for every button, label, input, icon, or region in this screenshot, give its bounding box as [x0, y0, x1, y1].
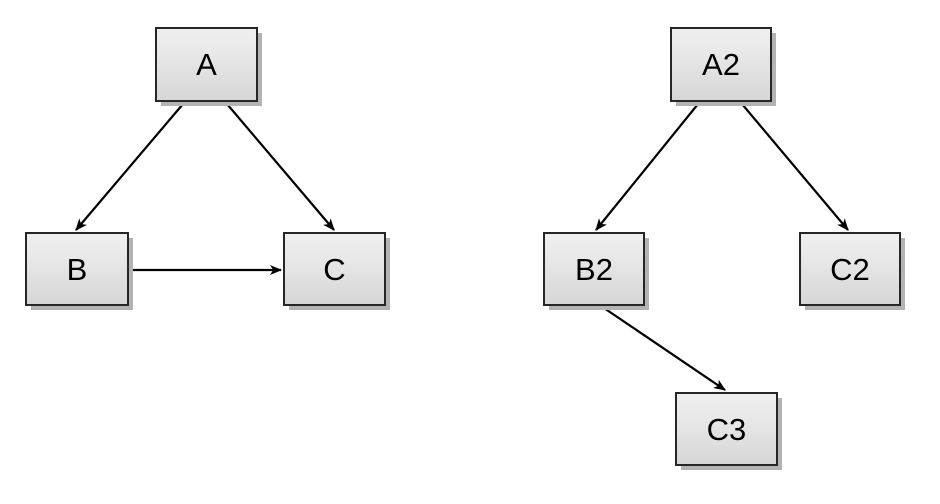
edge-a2-to-b2 — [595, 103, 699, 231]
node-c[interactable]: C — [283, 232, 386, 306]
node-label: A2 — [702, 47, 740, 82]
node-b[interactable]: B — [25, 232, 129, 306]
node-b2[interactable]: B2 — [543, 232, 645, 306]
node-c3[interactable]: C3 — [675, 392, 778, 466]
edge-a2-to-c2 — [741, 103, 849, 231]
node-label: B2 — [575, 251, 613, 287]
node-a2[interactable]: A2 — [670, 27, 772, 102]
node-label: C3 — [706, 411, 747, 447]
edge-a-to-b — [75, 103, 184, 231]
edge-b2-to-c3 — [603, 307, 726, 391]
edges-group — [75, 103, 849, 391]
node-label: C2 — [830, 251, 870, 287]
edge-a-to-c — [226, 103, 335, 231]
node-label: C — [323, 251, 346, 287]
node-a[interactable]: A — [155, 27, 258, 102]
node-c2[interactable]: C2 — [799, 232, 901, 306]
node-label: A — [196, 47, 217, 82]
node-label: B — [66, 251, 88, 287]
